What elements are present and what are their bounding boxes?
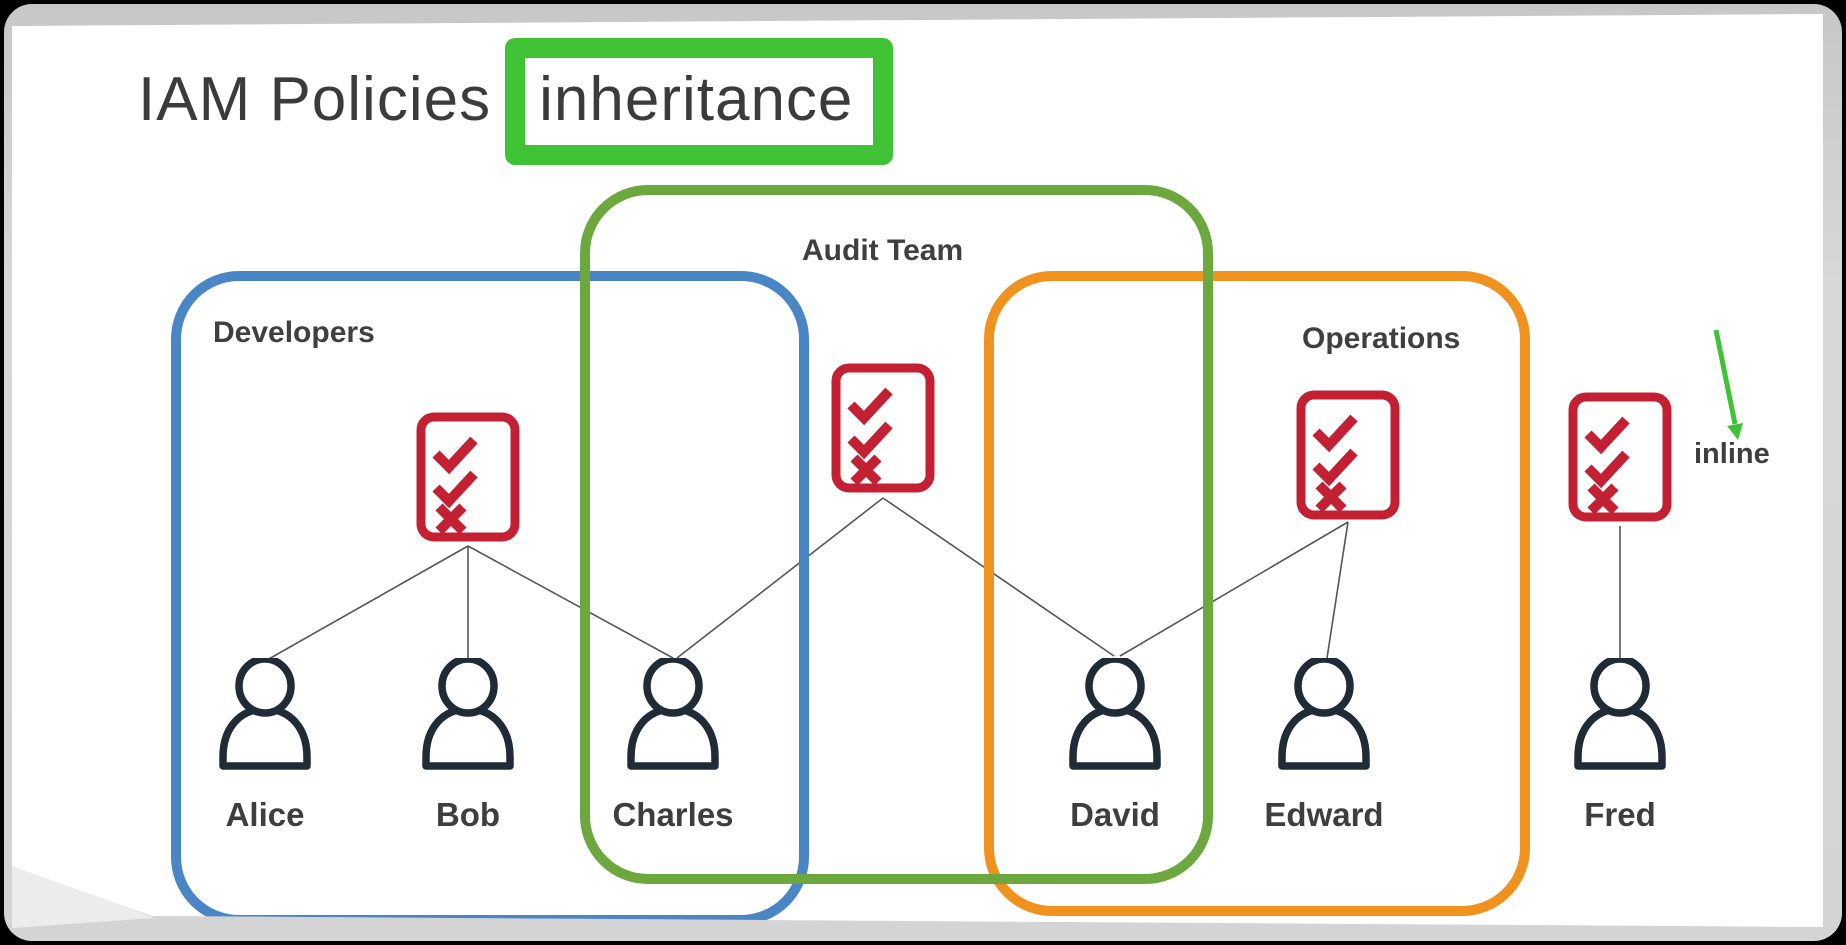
title-prefix: IAM Policies: [138, 65, 492, 134]
inline-arrow-icon: [1713, 329, 1743, 440]
user-name-fred: Fred: [1584, 796, 1656, 833]
line-devpolicy-alice: [266, 545, 469, 661]
developers-policy-checklist-icon: [416, 412, 520, 542]
group-label-operations: Operations: [1302, 322, 1461, 355]
user-name-charles: Charles: [612, 796, 734, 833]
line-opspolicy-david: [1119, 521, 1349, 657]
group-box-audit: [580, 185, 1213, 884]
operations-policy-checklist-icon: [1296, 390, 1400, 520]
title-highlight-box: inheritance: [505, 38, 894, 165]
group-label-developers: Developers: [213, 316, 375, 349]
user-icon-bob: [422, 658, 514, 770]
inline-annotation: inline: [1694, 438, 1770, 470]
user-name-david: David: [1070, 796, 1160, 833]
line-auditpolicy-charles: [676, 497, 884, 659]
inline-policy-checklist-icon: [1568, 392, 1672, 522]
line-auditpolicy-david: [882, 497, 1115, 657]
audit-policy-checklist-icon: [831, 363, 935, 493]
line-opspolicy-edward: [1326, 521, 1349, 659]
line-devpolicy-charles: [467, 545, 674, 659]
user-icon-edward: [1278, 658, 1370, 770]
group-label-audit: Audit Team: [802, 234, 964, 267]
user-name-edward: Edward: [1264, 796, 1384, 833]
user-icon-alice: [219, 658, 311, 770]
user-icon-fred: [1574, 658, 1666, 770]
group-box-operations: [984, 271, 1530, 916]
user-icon-david: [1069, 658, 1161, 770]
user-name-bob: Bob: [435, 796, 501, 833]
user-icon-charles: [627, 658, 719, 770]
user-name-alice: Alice: [225, 796, 305, 833]
